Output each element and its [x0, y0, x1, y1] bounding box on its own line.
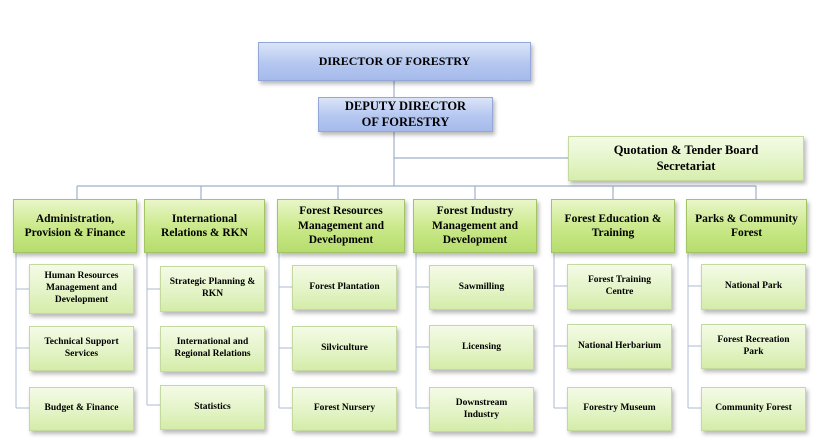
- unit-label: Forest Training Centre: [587, 275, 652, 297]
- division-international: International Relations & RKN: [144, 199, 265, 253]
- division-parks-community: Parks & Community Forest: [686, 199, 807, 253]
- unit-box: Statistics: [160, 385, 265, 430]
- division-admin-title: Administration, Provision & Finance: [24, 212, 126, 239]
- unit-label: Forest Nursery: [313, 403, 376, 414]
- unit-label: Strategic Planning & RKN: [169, 277, 256, 299]
- division-forest-industry: Forest Industry Management and Developme…: [413, 199, 537, 253]
- unit-label: Sawmilling: [458, 281, 505, 292]
- unit-label: National Park: [724, 281, 783, 292]
- unit-box: International and Regional Relations: [160, 326, 265, 372]
- division-forest-education: Forest Education & Training: [551, 199, 675, 253]
- unit-label: Licensing: [461, 341, 502, 352]
- unit-box: Sawmilling: [429, 265, 534, 310]
- unit-label: Forest Plantation: [309, 281, 380, 292]
- unit-label: Technical Support Services: [44, 336, 119, 359]
- unit-box: Downstream Industry: [429, 387, 534, 432]
- unit-label: Community Forest: [715, 403, 792, 414]
- unit-label: Human Resources Management and Developme…: [44, 271, 119, 305]
- division-forest-resources: Forest Resources Management and Developm…: [277, 199, 405, 253]
- unit-box: Human Resources Management and Developme…: [29, 264, 134, 314]
- unit-box: Strategic Planning & RKN: [160, 266, 265, 312]
- unit-label: Forest Recreation Park: [717, 334, 790, 357]
- unit-label: Downstream Industry: [455, 397, 508, 420]
- unit-box: Budget & Finance: [29, 387, 134, 431]
- unit-box: Forest Nursery: [292, 387, 397, 431]
- quotation-tender-label: Quotation & Tender Board Secretariat: [613, 142, 759, 173]
- unit-box: Forest Plantation: [292, 265, 397, 310]
- division-forest-industry-title: Forest Industry Management and Developme…: [432, 205, 518, 247]
- division-parks-community-title: Parks & Community Forest: [695, 212, 798, 239]
- unit-label: International and Regional Relations: [174, 337, 251, 359]
- unit-box: Forestry Museum: [567, 387, 672, 431]
- unit-box: Technical Support Services: [29, 326, 134, 371]
- unit-box: Community Forest: [701, 387, 806, 431]
- division-forest-education-title: Forest Education & Training: [564, 212, 662, 239]
- unit-box: Licensing: [429, 325, 534, 370]
- unit-label: Budget & Finance: [44, 403, 119, 414]
- quotation-tender-box: Quotation & Tender Board Secretariat: [568, 136, 804, 181]
- unit-box: Forest Recreation Park: [701, 324, 806, 369]
- unit-box: National Herbarium: [567, 324, 672, 369]
- deputy-director-label: DEPUTY DIRECTOR OF FORESTRY: [344, 98, 467, 129]
- unit-label: Silviculture: [321, 342, 368, 353]
- division-admin: Administration, Provision & Finance: [13, 199, 137, 253]
- unit-label: Statistics: [194, 401, 231, 412]
- deputy-director-box: DEPUTY DIRECTOR OF FORESTRY: [318, 97, 493, 132]
- unit-box: Silviculture: [292, 326, 397, 371]
- unit-label: National Herbarium: [577, 340, 662, 351]
- director-label: DIRECTOR OF FORESTRY: [318, 54, 471, 68]
- unit-label: Forestry Museum: [583, 403, 656, 414]
- unit-box: National Park: [701, 264, 806, 310]
- director-box: DIRECTOR OF FORESTRY: [258, 42, 531, 81]
- division-forest-resources-title: Forest Resources Management and Developm…: [298, 205, 384, 247]
- division-international-title: International Relations & RKN: [161, 212, 248, 239]
- unit-box: Forest Training Centre: [567, 264, 672, 310]
